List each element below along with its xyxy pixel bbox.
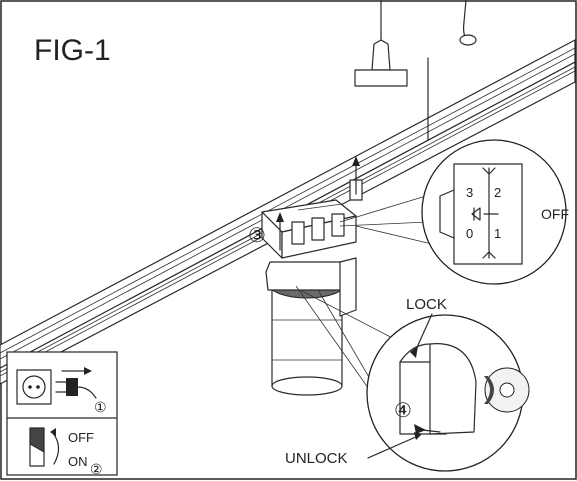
upward-arrows xyxy=(276,156,360,251)
off-callout: OFF xyxy=(541,206,569,222)
spotlight-lamp xyxy=(265,257,357,396)
step-4-marker: ④ xyxy=(394,400,412,422)
off-detail-leaders xyxy=(339,195,433,245)
step-3-marker: ③ xyxy=(248,225,266,247)
unplug-icon xyxy=(55,367,97,399)
dial-number-2: 2 xyxy=(494,185,501,200)
dial-number-1: 1 xyxy=(494,226,501,241)
legend-step-1-marker: ① xyxy=(94,399,107,415)
rocker-switch-icon xyxy=(29,427,60,467)
legend-on-label: ON xyxy=(68,454,88,469)
unlock-callout: UNLOCK xyxy=(285,450,348,467)
legend-panel: ① OFF ON ② xyxy=(6,351,118,477)
off-detail-circle: 3 2 0 1 xyxy=(421,139,567,285)
power-outlet-icon xyxy=(16,369,52,405)
lock-callout: LOCK xyxy=(406,296,447,313)
dial-number-0: 0 xyxy=(466,226,473,241)
power-feed xyxy=(354,0,477,87)
legend-off-label: OFF xyxy=(68,430,94,445)
figure-title: FIG-1 xyxy=(34,34,111,67)
track-adapter xyxy=(261,179,363,259)
dial-number-3: 3 xyxy=(466,185,473,200)
lock-detail-circle xyxy=(366,314,530,472)
legend-step-2-marker: ② xyxy=(90,461,103,477)
